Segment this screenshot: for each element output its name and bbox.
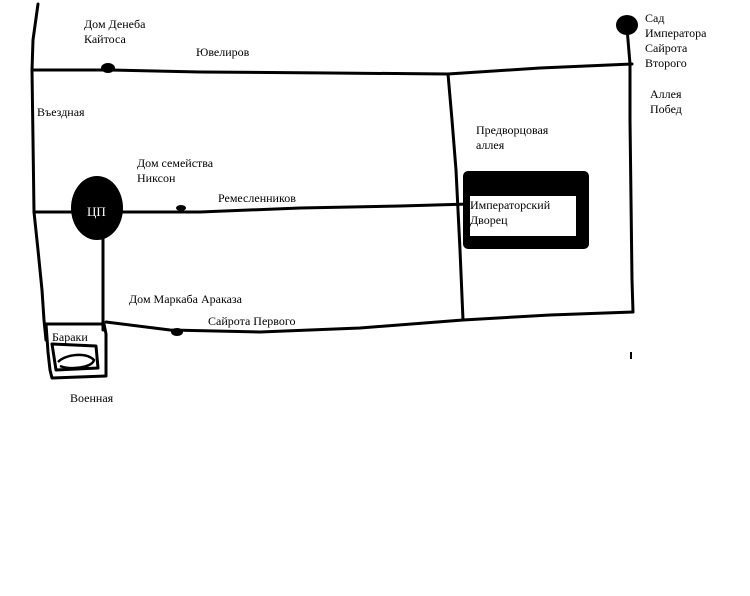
- house-nikson-label: Дом семейства: [137, 156, 214, 170]
- house-maarkab-label: Дом Маркаба Араказа: [129, 292, 242, 306]
- palace-label-line2: Дворец: [470, 213, 508, 227]
- house-nikson-marker: [176, 205, 186, 211]
- house-deneb-marker: [101, 63, 115, 73]
- house-deneb-label-line2: Кайтоса: [84, 32, 126, 46]
- street-juvelirov-label: Ювелиров: [196, 45, 250, 59]
- alley-pobed-label-line2: Побед: [650, 102, 682, 116]
- road-vezdnaya: [30, 2, 48, 342]
- centre-label: ЦП: [87, 204, 106, 219]
- street-sairota-pervogo-label: Сайрота Первого: [208, 314, 296, 328]
- garden-label-line2: Императора: [645, 26, 707, 40]
- palace-interior: [470, 196, 576, 236]
- garden-marker: [616, 15, 638, 35]
- road-juvelirov: [30, 62, 634, 76]
- street-remeslennikov-label: Ремесленников: [218, 191, 296, 205]
- barracks-outline: [44, 322, 108, 380]
- barracks-label: Бараки: [52, 330, 88, 344]
- alley-predvortsovaya-label-line2: аллея: [476, 138, 505, 152]
- palace-label: Императорский: [470, 198, 551, 212]
- garden-label: Сад: [645, 11, 665, 25]
- road-sairota-pervogo: [104, 318, 465, 334]
- house-maarkab-marker: [171, 328, 183, 336]
- road-alley-pobed: [625, 26, 635, 314]
- house-nikson-label-line2: Никсон: [137, 171, 176, 185]
- garden-label-line4: Второго: [645, 56, 687, 70]
- alley-pobed-label: Аллея: [650, 87, 682, 101]
- barracks-inner: [50, 342, 100, 372]
- street-vezdnaya-label: Въездная: [37, 105, 85, 119]
- road-remeslennikov-east: [116, 202, 472, 214]
- garden-label-line3: Сайрота: [645, 41, 688, 55]
- centre-blob: [71, 176, 123, 240]
- barracks-swirl: [57, 353, 96, 370]
- road-bottom-right: [461, 310, 635, 322]
- alley-predvortsovaya-label: Предворцовая: [476, 123, 549, 137]
- street-voennaya-label: Военная: [70, 391, 114, 405]
- house-deneb-label: Дом Денеба: [84, 17, 146, 31]
- road-predvortsovaya: [446, 72, 465, 322]
